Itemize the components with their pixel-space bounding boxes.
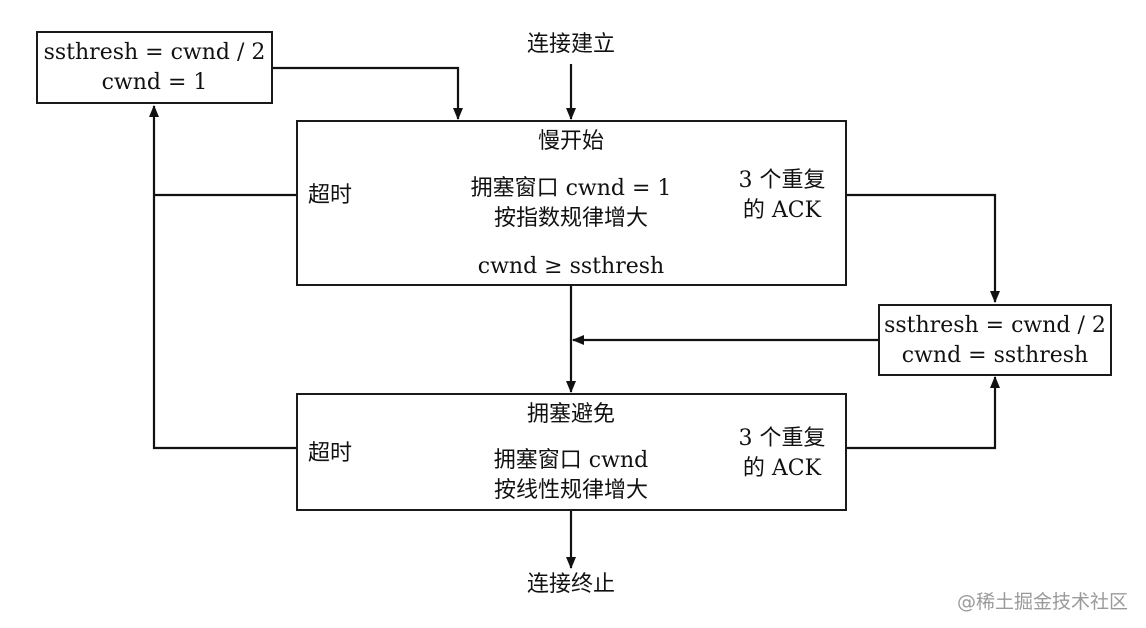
reset-box xyxy=(36,31,273,104)
watermark: @稀土掘金技术社区 xyxy=(956,591,1128,613)
slow-start-dup-ack-line1: 3 个重复 xyxy=(738,168,826,193)
connection-established-label: 连接建立 xyxy=(526,32,615,57)
slow-start-exit-condition: cwnd ≥ ssthresh xyxy=(477,254,665,279)
slow-start-title: 慢开始 xyxy=(537,129,604,154)
arrow-slow-start-dupack-to-fast xyxy=(846,193,1000,303)
avoidance-timeout-label: 超时 xyxy=(308,441,353,466)
arrow-avoidance-dupack-to-fast xyxy=(846,376,1000,450)
congestion-avoidance-box xyxy=(296,393,847,511)
avoidance-dup-ack-line2: 的 ACK xyxy=(742,456,822,481)
slow-start-dup-ack-line2: 的 ACK xyxy=(742,198,822,223)
fast-box-line1: ssthresh = cwnd / 2 xyxy=(884,313,1106,338)
fast-box-line2: cwnd = ssthresh xyxy=(901,343,1089,368)
arrow-reset-to-slow-start xyxy=(273,66,463,120)
avoidance-title: 拥塞避免 xyxy=(526,402,615,427)
reset-box-line2: cwnd = 1 xyxy=(101,70,208,95)
slow-start-timeout-label: 超时 xyxy=(308,183,353,208)
arrow-avoidance-timeout-to-reset xyxy=(149,105,297,450)
slow-start-desc-line1: 拥塞窗口 cwnd = 1 xyxy=(470,176,672,201)
avoidance-desc-line2: 按线性规律增大 xyxy=(493,478,648,503)
fast-recovery-box xyxy=(878,304,1112,376)
slow-start-box xyxy=(296,120,847,286)
connection-terminated-label: 连接终止 xyxy=(526,572,615,597)
slow-start-desc-line2: 按指数规律增大 xyxy=(493,206,648,231)
avoidance-dup-ack-line1: 3 个重复 xyxy=(738,426,826,451)
reset-box-line1: ssthresh = cwnd / 2 xyxy=(43,40,266,65)
avoidance-desc-line1: 拥塞窗口 cwnd xyxy=(493,448,649,473)
